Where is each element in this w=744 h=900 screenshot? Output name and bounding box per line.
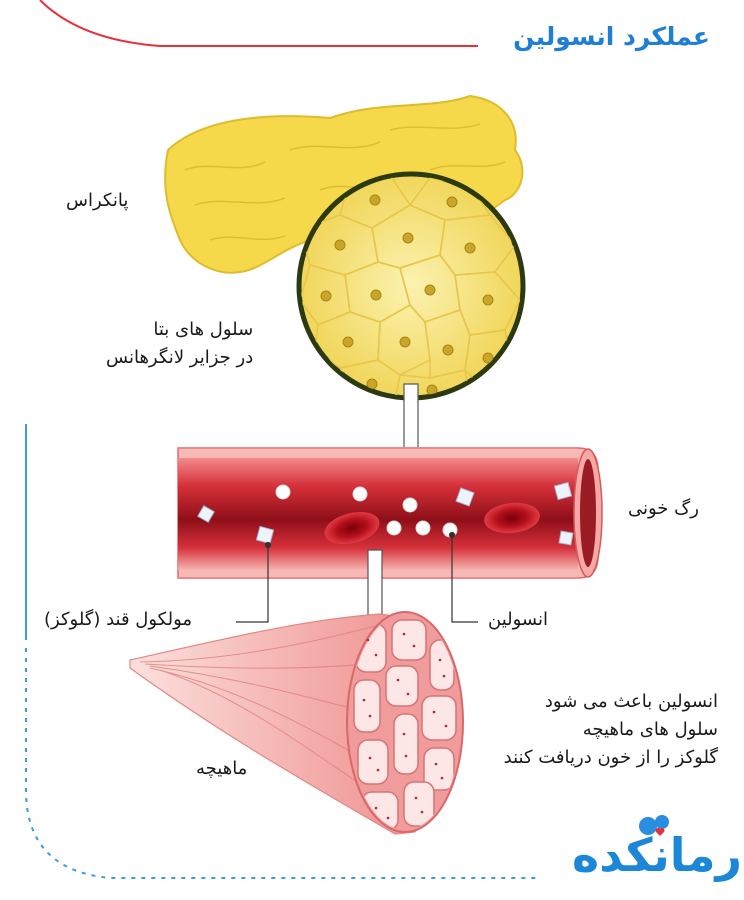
top-accent-line: [39, 0, 478, 47]
beta-cells-pattern: [301, 176, 521, 396]
pointer-lines: [236, 531, 478, 623]
page-title: عملکرد انسولین: [513, 22, 710, 51]
label-insulin: انسولین: [488, 609, 548, 630]
label-glucose: مولکول قند (گلوکز): [44, 609, 193, 630]
label-explanation-line1: انسولین باعث می شود: [544, 691, 718, 712]
label-explanation-line3: گلوکز را از خون دریافت کنند: [503, 747, 718, 768]
label-muscle: ماهیچه: [196, 758, 248, 779]
label-pancreas: پانکراس: [66, 190, 129, 211]
label-blood-vessel: رگ خونی: [628, 498, 699, 519]
logo-icon: [639, 815, 669, 836]
dashed-frame: [25, 424, 540, 879]
beta-cells-zoom: [296, 171, 526, 401]
label-explanation: انسولین باعث می شود سلول های ماهیچه گلوک…: [504, 688, 718, 772]
muscle-bundle: [129, 611, 464, 835]
blood-vessel: [177, 447, 603, 579]
pancreas-shape: [164, 94, 524, 274]
label-beta-cells-line1: سلول های بتا: [153, 319, 254, 340]
label-beta-cells: سلول های بتا در جزایر لانگرهانس: [106, 316, 253, 372]
label-beta-cells-line2: در جزایر لانگرهانس: [106, 347, 254, 368]
label-explanation-line2: سلول های ماهیچه: [582, 719, 718, 740]
